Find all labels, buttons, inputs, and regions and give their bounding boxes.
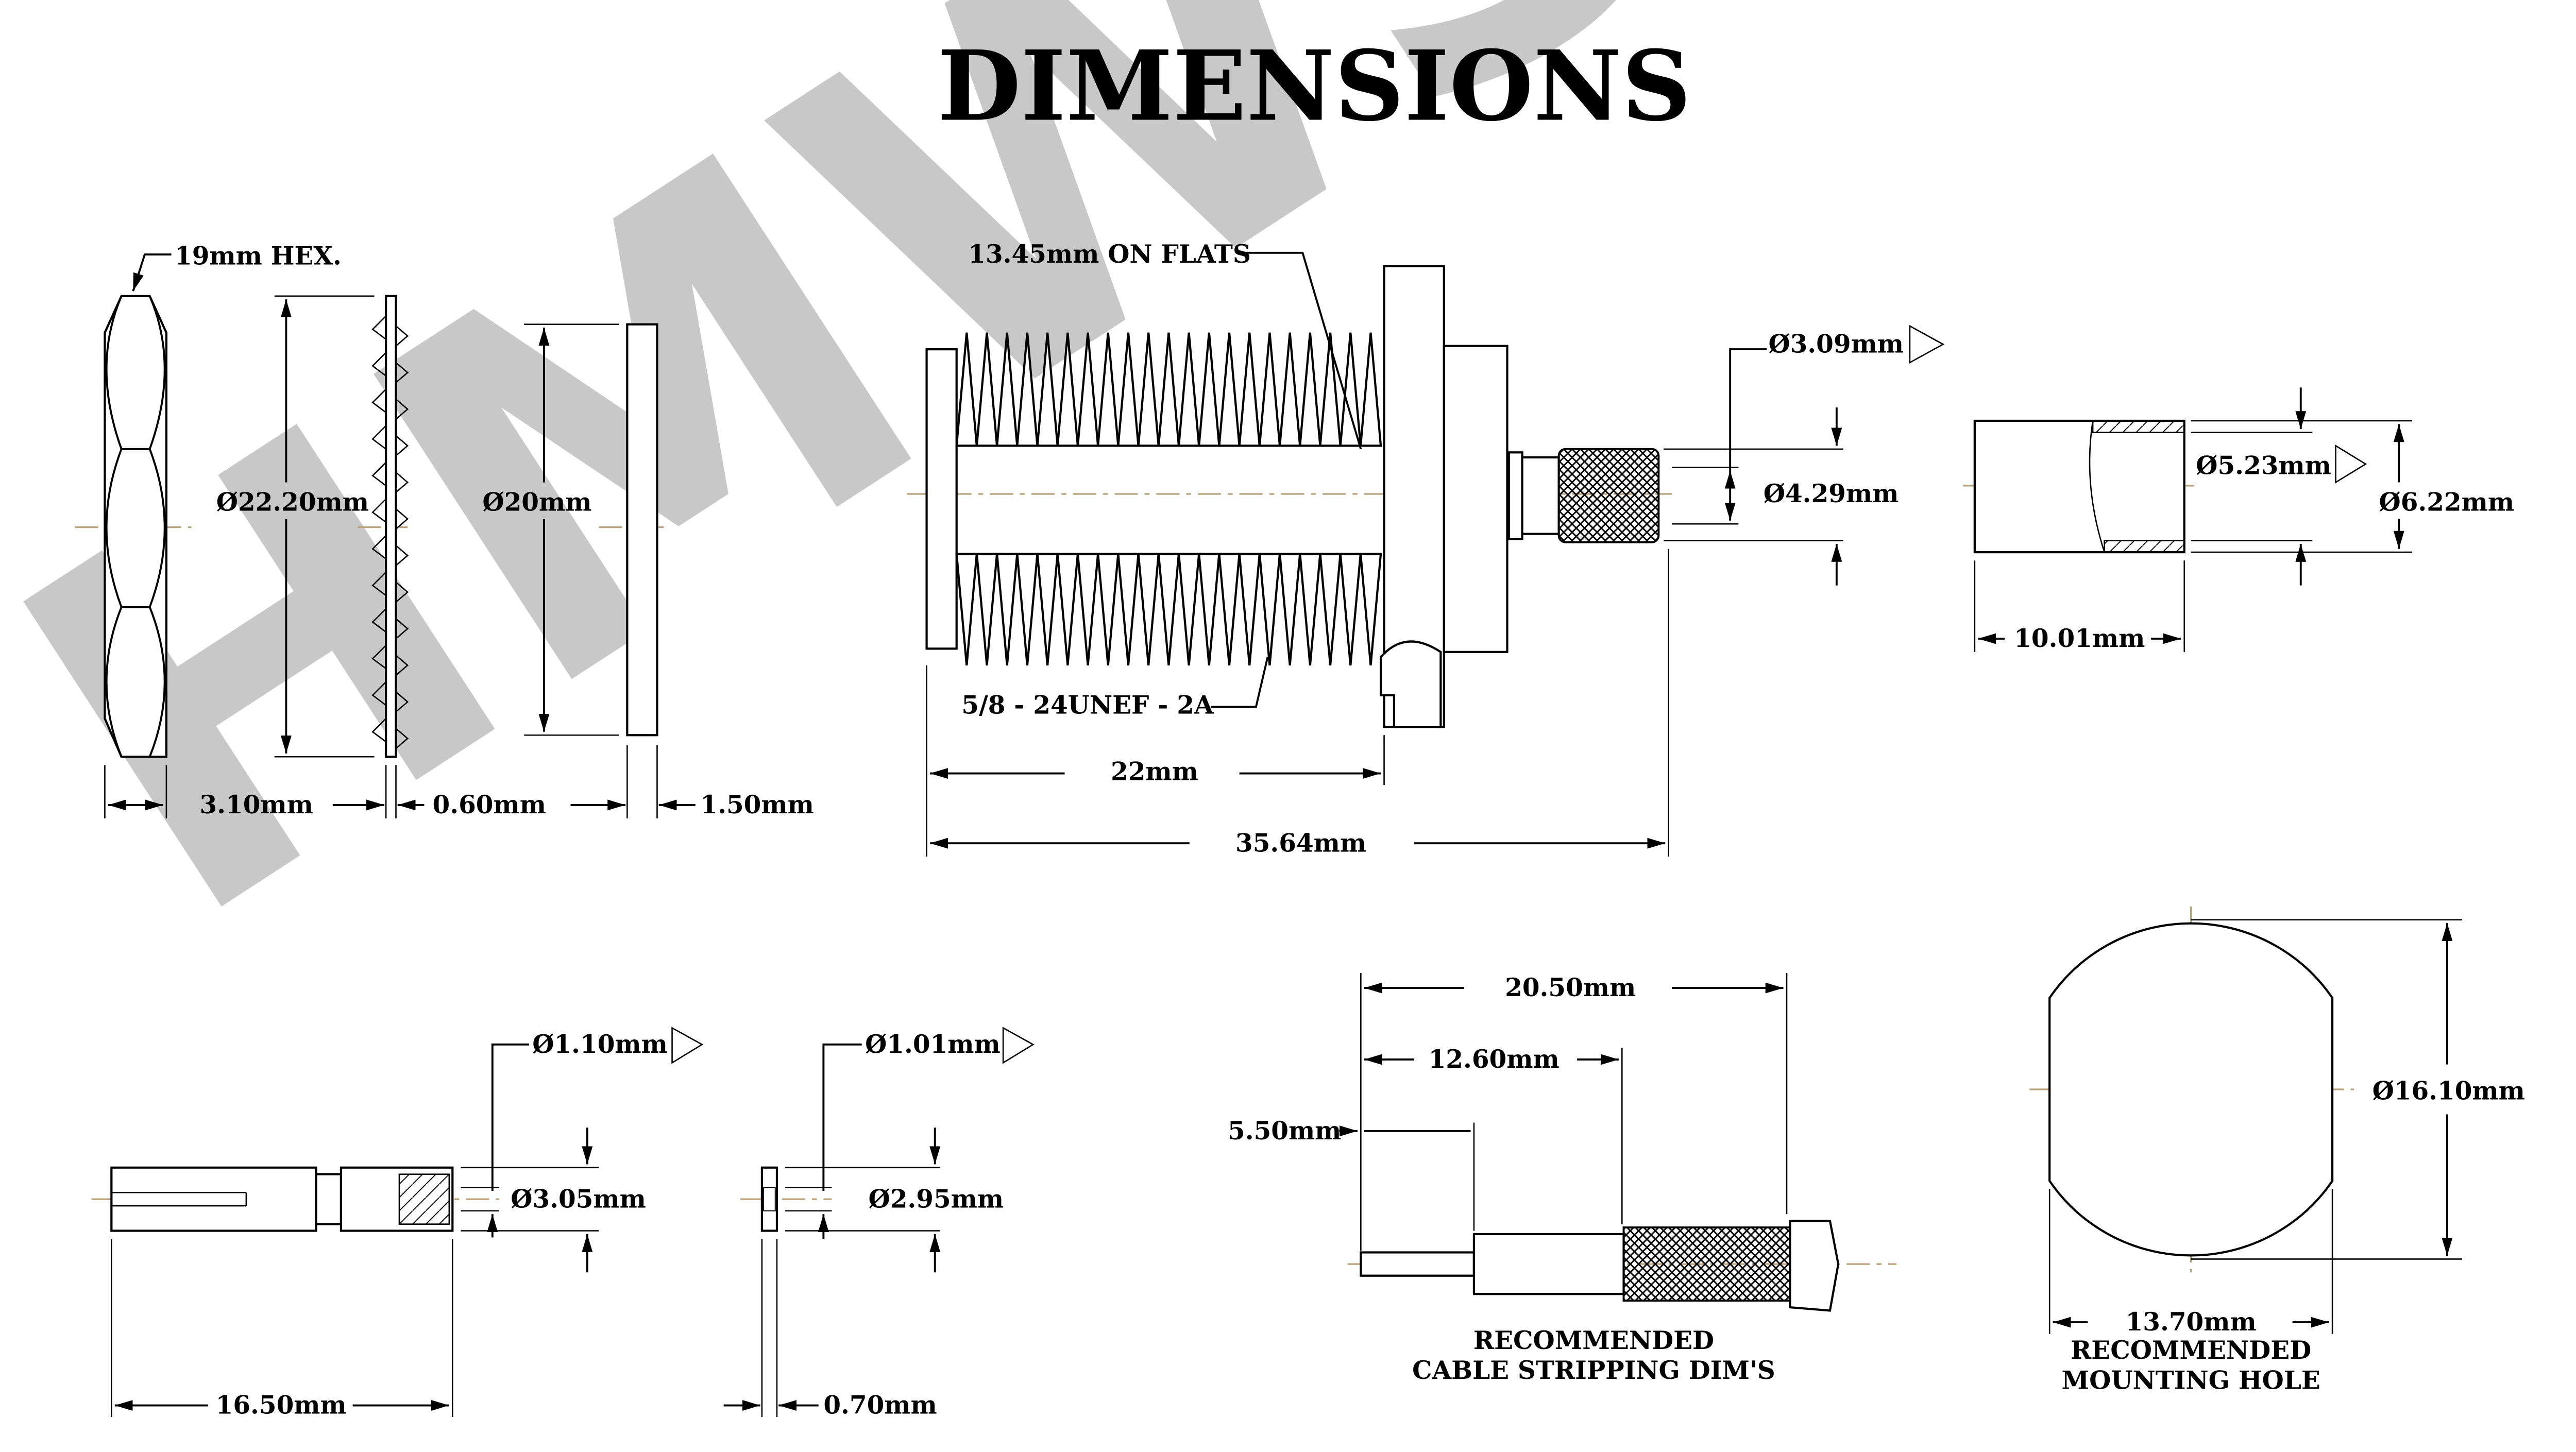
hex-nut: 19mm HEX. Ø22.20mm 3.10mm: [104, 242, 375, 819]
flange-length: 22mm: [1111, 757, 1198, 786]
flat-washer-thickness: 1.50mm: [700, 791, 814, 819]
hole-diameter: Ø16.10mm: [2372, 1077, 2525, 1105]
strip-caption-2: CABLE STRIPPING DIM'S: [1412, 1356, 1775, 1385]
hole-flats: 13.70mm: [2126, 1308, 2257, 1337]
insulator-inner-diameter: Ø1.01mm: [865, 1030, 1001, 1059]
insulator-thickness: 0.70mm: [823, 1391, 937, 1420]
insulator-outer-diameter: Ø2.95mm: [869, 1185, 1004, 1214]
cable-stripping: 20.50mm 12.60mm 5.50mm RECOMMENDED CABLE…: [1228, 973, 1840, 1385]
hole-caption-1: RECOMMENDED: [2071, 1336, 2311, 1365]
nut-thickness: 3.10mm: [199, 791, 313, 819]
insulator: Ø1.01mm Ø2.95mm 0.70mm: [723, 1027, 1035, 1420]
outer-diameter: Ø4.29mm: [1764, 480, 1899, 508]
hole-caption-2: MOUNTING HOLE: [2061, 1366, 2320, 1395]
strip-caption-1: RECOMMENDED: [1473, 1326, 1714, 1355]
bulkhead-connector: 13.45mm ON FLATS 5/8 - 24UNEF - 2A 22mm …: [925, 240, 1945, 858]
inner-diameter: Ø3.09mm: [1768, 330, 1904, 359]
hex-label: 19mm HEX.: [175, 242, 342, 270]
lock-washer-diameter: Ø20mm: [482, 488, 591, 517]
center-pin: Ø1.10mm Ø3.05mm 16.50mm: [110, 1027, 704, 1420]
flats-label: 13.45mm ON FLATS: [968, 240, 1251, 269]
ferrule-outer-diameter: Ø6.22mm: [2379, 488, 2515, 517]
pin-outer-diameter: Ø3.05mm: [511, 1185, 646, 1214]
nut-diameter: Ø22.20mm: [216, 488, 369, 517]
lock-washer-thickness: 0.60mm: [433, 791, 546, 819]
page-title: DIMENSIONS: [937, 30, 1691, 143]
lock-washer: 0.60mm Ø20mm: [332, 295, 619, 819]
mounting-hole: Ø16.10mm 13.70mm RECOMMENDED MOUNTING HO…: [2048, 919, 2525, 1395]
crimp-ferrule: Ø5.23mm Ø6.22mm 10.01mm: [1973, 387, 2515, 653]
thread-label: 5/8 - 24UNEF - 2A: [961, 691, 1214, 720]
ferrule-length: 10.01mm: [2014, 624, 2145, 653]
pin-length: 16.50mm: [216, 1391, 347, 1420]
overall-length: 35.64mm: [1235, 829, 1366, 858]
strip-overall: 20.50mm: [1505, 973, 1636, 1002]
ferrule-inner-diameter: Ø5.23mm: [2196, 451, 2331, 480]
pin-inner-diameter: Ø1.10mm: [532, 1030, 668, 1059]
flat-washer: 1.50mm: [570, 323, 814, 819]
strip-center: 5.50mm: [1228, 1117, 1341, 1146]
strip-braid: 12.60mm: [1429, 1045, 1560, 1074]
